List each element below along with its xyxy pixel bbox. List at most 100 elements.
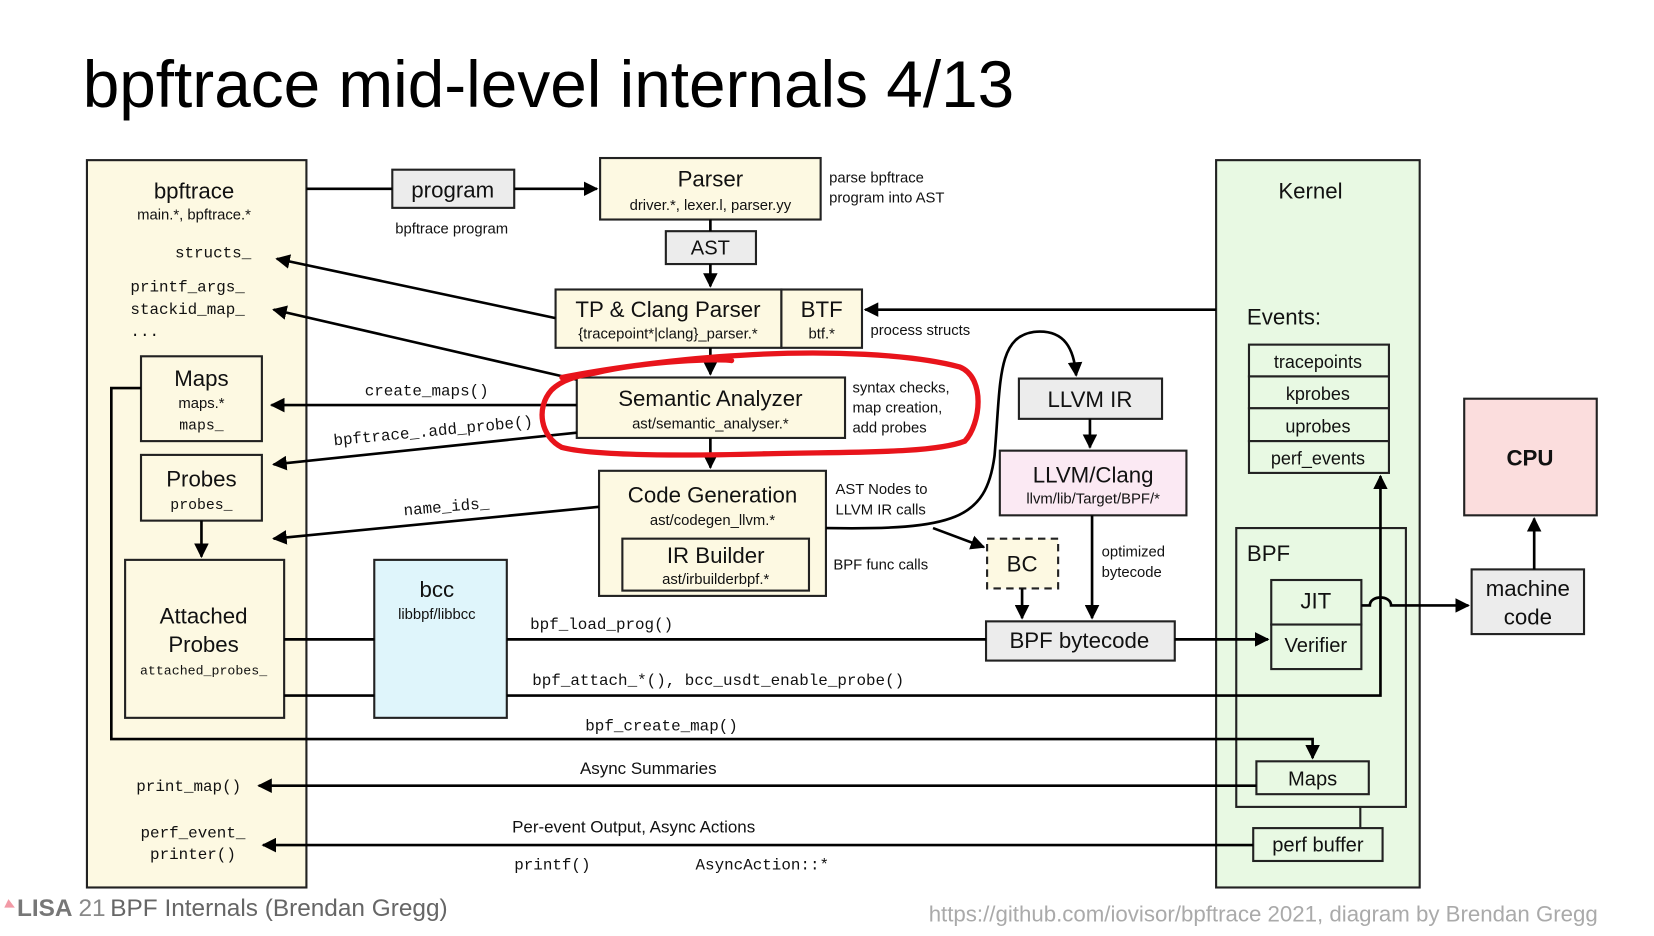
footer-brand: LISA xyxy=(17,895,73,922)
events-label: Events: xyxy=(1247,304,1321,329)
tp-clang-title: TP & Clang Parser xyxy=(575,297,761,322)
label-create-maps: create_maps() xyxy=(365,383,489,401)
llvm-ir-box: LLVM IR xyxy=(1017,377,1164,420)
program-box: program bpftrace program xyxy=(391,168,516,237)
edge-attach-events xyxy=(506,474,1388,697)
semantic-note-1: syntax checks, xyxy=(852,380,949,396)
irbuilder-title: IR Builder xyxy=(667,543,765,568)
bpf-title: BPF xyxy=(1247,541,1290,566)
codegen-note-1: AST Nodes to xyxy=(835,482,927,498)
bc-title: BC xyxy=(1007,552,1038,577)
llvm-clang-note-2: bytecode xyxy=(1102,565,1162,581)
maps-box: Maps maps.* maps_ xyxy=(139,355,263,443)
footer-year: 21 xyxy=(78,895,105,922)
llvm-clang-files: llvm/lib/Target/BPF/* xyxy=(1026,492,1160,508)
footer: LISA 21 BPF Internals (Brendan Gregg) ht… xyxy=(4,895,1639,935)
edge-jit-machinecode xyxy=(1361,596,1470,613)
bcc-box: bcc libbpf/libbcc xyxy=(373,558,508,719)
attached-probes-box: Attached Probes attached_probes_ xyxy=(124,558,286,719)
label-attach: bpf_attach_*(), bcc_usdt_enable_probe() xyxy=(532,672,904,690)
event-perf-events: perf_events xyxy=(1271,448,1365,469)
parser-files: driver.*, lexer.l, parser.yy xyxy=(630,198,792,214)
probes-box: Probes probes_ xyxy=(139,453,263,522)
logo-mark-icon xyxy=(4,899,15,908)
events-list: tracepoints kprobes uprobes perf_events xyxy=(1247,343,1390,474)
machine-code-2: code xyxy=(1504,605,1552,630)
attached-field: attached_probes_ xyxy=(140,663,267,678)
jit-label: JIT xyxy=(1300,589,1331,614)
semantic-analyzer-box: Semantic Analyzer ast/semantic_analyser.… xyxy=(575,376,950,439)
kernel-maps-label: Maps xyxy=(1288,769,1337,791)
btf-files: btf.* xyxy=(809,326,836,342)
field-printf-args: printf_args_ xyxy=(130,279,245,297)
semantic-title: Semantic Analyzer xyxy=(618,386,803,411)
llvm-clang-box: LLVM/Clang llvm/lib/Target/BPF/* optimiz… xyxy=(998,449,1188,581)
field-ellipsis: ... xyxy=(130,323,159,341)
maps-title: Maps xyxy=(174,366,228,391)
codegen-files: ast/codegen_llvm.* xyxy=(650,513,776,529)
btf-note: process structs xyxy=(870,323,970,339)
bpftrace-title: bpftrace xyxy=(154,178,234,203)
attached-title-1: Attached xyxy=(160,603,248,628)
highlight-annotation xyxy=(539,350,981,458)
cpu-box: CPU xyxy=(1463,397,1598,517)
cpu-title: CPU xyxy=(1506,446,1553,471)
event-uprobes: uprobes xyxy=(1285,417,1350,437)
bpftrace-files: main.*, bpftrace.* xyxy=(137,208,251,224)
event-tracepoints: tracepoints xyxy=(1274,352,1362,372)
edge-codegen-llvmir xyxy=(825,330,1083,530)
probes-title: Probes xyxy=(166,467,237,492)
maps-files: maps.* xyxy=(178,396,224,412)
perf-printer-label-2: printer() xyxy=(150,846,236,864)
ast-box: AST xyxy=(664,230,758,266)
llvm-ir-title: LLVM IR xyxy=(1047,387,1132,412)
codegen-note-2: LLVM IR calls xyxy=(835,502,925,518)
perf-printer-label-1: perf_event_ xyxy=(141,825,246,843)
machine-code-1: machine xyxy=(1486,576,1570,601)
bc-box: BC xyxy=(986,537,1060,590)
llvm-clang-note-1: optimized xyxy=(1102,545,1165,561)
irbuilder-note: BPF func calls xyxy=(833,557,928,573)
kernel-box: Kernel Events: tracepoints kprobes uprob… xyxy=(1215,159,1421,889)
bcc-title: bcc xyxy=(420,577,455,602)
label-printf: printf() xyxy=(514,856,590,874)
edge-tp-structs xyxy=(275,254,556,320)
parser-title: Parser xyxy=(678,167,744,192)
event-kprobes: kprobes xyxy=(1286,384,1350,404)
probes-field: probes_ xyxy=(170,498,232,514)
parser-note-1: parse bpftrace xyxy=(829,170,924,186)
bcc-files: libbpf/libbcc xyxy=(398,607,476,623)
llvm-clang-title: LLVM/Clang xyxy=(1033,462,1154,487)
label-add-probe: bpftrace_.add_probe() xyxy=(333,413,534,450)
parser-note-2: program into AST xyxy=(829,191,944,207)
bpftrace-box: bpftrace main.*, bpftrace.* structs_ pri… xyxy=(85,159,308,889)
irbuilder-files: ast/irbuilderbpf.* xyxy=(662,572,769,588)
footer-text: BPF Internals (Brendan Gregg) xyxy=(110,895,447,922)
maps-field: maps_ xyxy=(179,418,224,434)
bpf-bytecode-box: BPF bytecode xyxy=(984,620,1176,662)
edge-add-probe xyxy=(272,431,577,471)
tp-clang-files: {tracepoint*|clang}_parser.* xyxy=(578,326,758,342)
field-stackid-map: stackid_map_ xyxy=(130,301,245,319)
codegen-title: Code Generation xyxy=(628,483,797,508)
connectors: create_maps() bpftrace_.add_probe() name… xyxy=(110,181,1542,874)
tp-clang-parser-box: TP & Clang Parser {tracepoint*|clang}_pa… xyxy=(554,288,783,349)
label-per-event: Per-event Output, Async Actions xyxy=(512,817,755,836)
field-structs: structs_ xyxy=(175,245,252,263)
semantic-files: ast/semantic_analyser.* xyxy=(632,416,789,432)
edge-name-ids xyxy=(272,505,600,545)
parser-box: Parser driver.*, lexer.l, parser.yy pars… xyxy=(599,156,945,221)
label-async-summaries: Async Summaries xyxy=(580,759,717,778)
program-caption: bpftrace program xyxy=(395,221,508,237)
verifier-label: Verifier xyxy=(1284,635,1347,657)
edge-codegen-bc xyxy=(932,526,986,550)
btf-box: BTF btf.* process structs xyxy=(780,288,970,349)
label-load-prog: bpf_load_prog() xyxy=(530,616,673,634)
kernel-title: Kernel xyxy=(1278,178,1342,203)
bpf-box: BPF JIT Verifier Maps xyxy=(1235,526,1407,808)
edge-create-map xyxy=(110,386,1320,760)
semantic-note-3: add probes xyxy=(852,421,926,437)
slide-title: bpftrace mid-level internals 4/13 xyxy=(83,47,1015,121)
